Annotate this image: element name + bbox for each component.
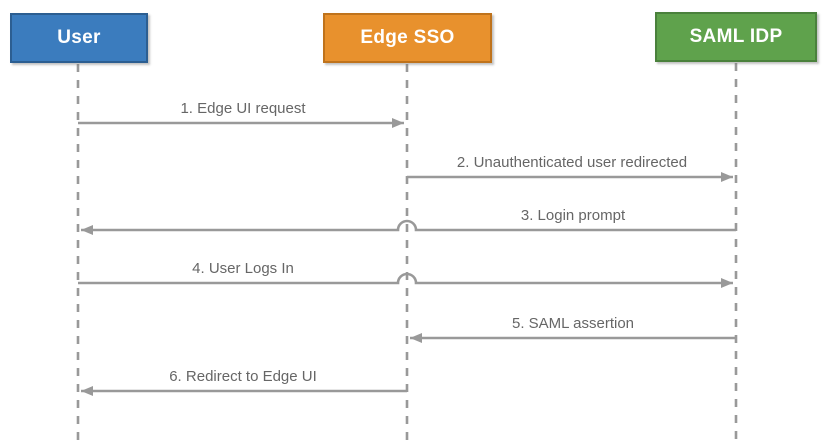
actor-saml-idp: SAML IDP [655, 12, 817, 62]
message-label-5: 5. SAML assertion [512, 315, 634, 332]
message-label-4: 4. User Logs In [192, 260, 294, 277]
message-arrow-4 [78, 272, 733, 288]
message-label-2: 2. Unauthenticated user redirected [456, 154, 688, 171]
actor-saml-idp-label: SAML IDP [689, 26, 783, 47]
message-label-3: 3. Login prompt [520, 207, 626, 224]
message-label-1: 1. Edge UI request [180, 100, 306, 117]
actor-user: User [10, 13, 148, 63]
message-arrow-3 [81, 219, 736, 235]
actor-user-label: User [57, 27, 101, 48]
actor-edge-sso: Edge SSO [323, 13, 492, 63]
message-label-6: 6. Redirect to Edge UI [169, 368, 317, 385]
actor-edge-sso-label: Edge SSO [360, 27, 455, 48]
